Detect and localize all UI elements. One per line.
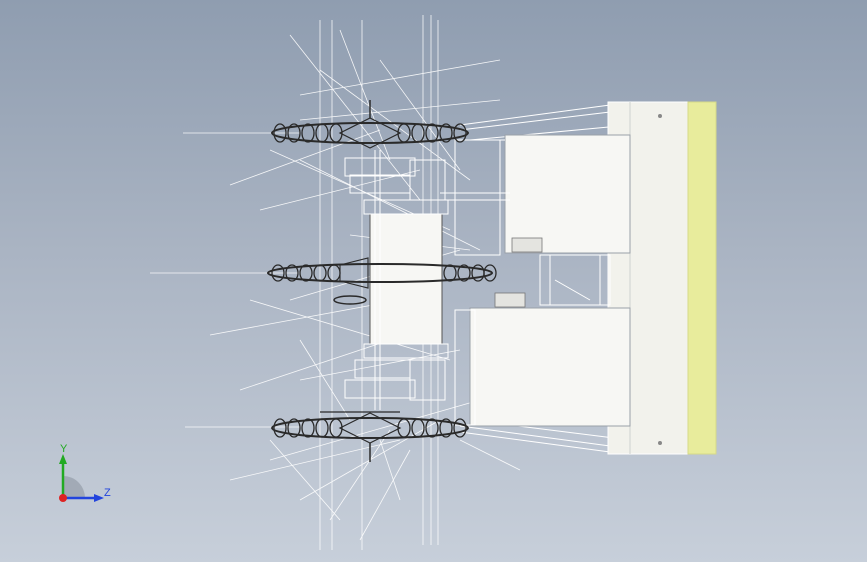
manifold-pipes <box>440 192 611 306</box>
y-axis-arrowhead <box>59 454 67 464</box>
construction-lines <box>150 15 521 550</box>
wheel-bottom[interactable] <box>271 411 469 462</box>
z-axis-arrowhead <box>94 494 104 502</box>
upper-tank[interactable] <box>454 134 631 256</box>
gearbox[interactable] <box>363 199 449 359</box>
axle-assembly <box>344 150 446 410</box>
wheel-middle[interactable] <box>267 257 497 305</box>
y-axis-label: Y <box>60 443 68 455</box>
view-orientation-triad[interactable]: Y Z <box>48 440 118 510</box>
z-axis-label: Z <box>104 487 111 499</box>
x-axis-dot <box>59 494 67 502</box>
rear-frame[interactable] <box>459 104 631 453</box>
triad-quadrant <box>63 476 85 498</box>
lower-tank[interactable] <box>454 292 631 427</box>
wheel-top[interactable] <box>271 100 469 149</box>
